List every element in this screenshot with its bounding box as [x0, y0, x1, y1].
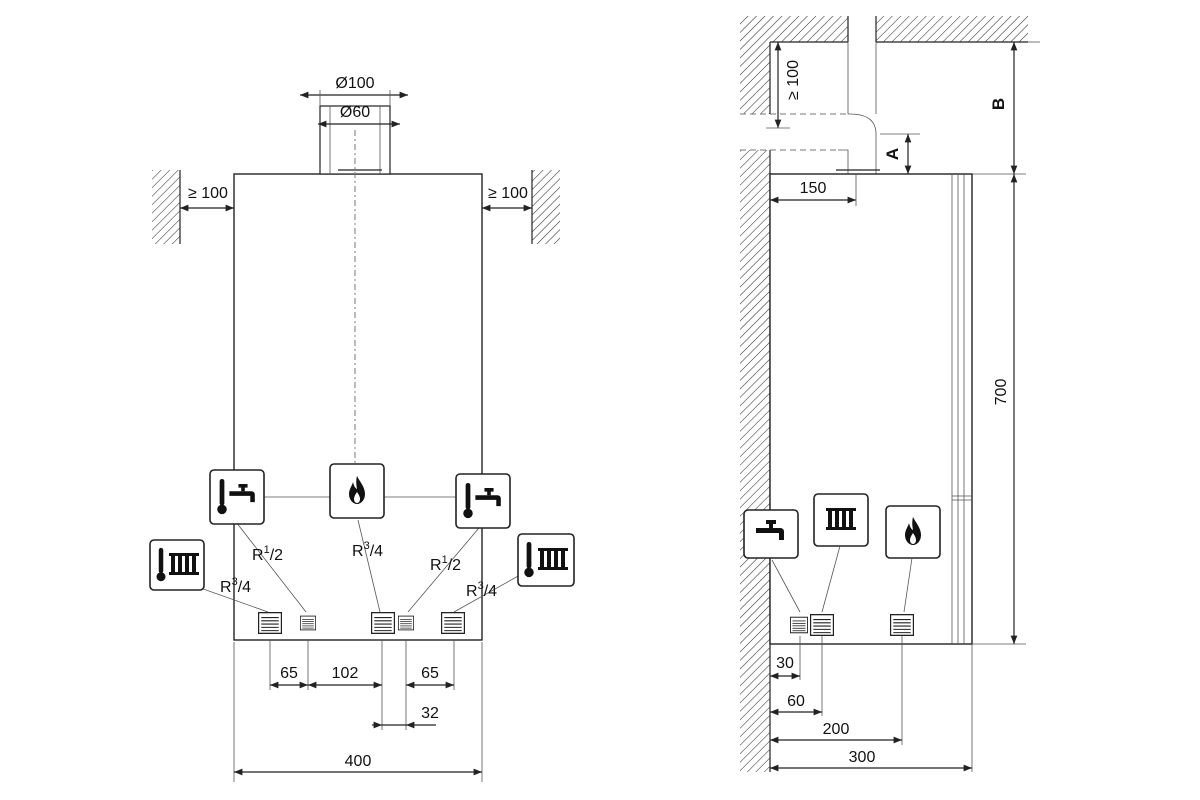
dim-60: 60: [787, 693, 805, 710]
radiator-thermometer-icon: [149, 539, 205, 591]
hot-water-thermometer-icon-right: [455, 473, 511, 529]
dim-30: 30: [776, 655, 794, 672]
wall-upper: [740, 42, 770, 114]
conn-dhw-left: R1/2: [252, 544, 283, 564]
dim-65-left: 65: [280, 665, 298, 682]
left-wall: [152, 170, 180, 244]
radiator-icon: [813, 493, 869, 547]
dim-width: 400: [345, 753, 372, 770]
conn-dhw-right: R1/2: [430, 554, 461, 574]
connector-gas: [371, 612, 395, 634]
dim-clearance-left: ≥ 100: [188, 185, 228, 202]
dim-clearance-right: ≥ 100: [488, 185, 528, 202]
right-wall: [532, 170, 560, 244]
front-view: Ø100 Ø60 ≥ 100 ≥ 100: [149, 75, 575, 782]
wall-lower: [740, 150, 770, 772]
dim-200: 200: [823, 721, 850, 738]
connector-dhw-out: [300, 615, 316, 631]
conn-heat-right: R3/4: [466, 580, 497, 600]
boiler-body-side: [769, 173, 973, 645]
connector-heat-return: [441, 612, 465, 634]
connector-side-heat: [810, 614, 834, 636]
dim-depth: 300: [849, 749, 876, 766]
hot-water-thermometer-icon: [209, 469, 265, 525]
connector-side-dhw: [790, 616, 808, 634]
side-view: ≥ 100 A B 150 700: [740, 16, 1040, 772]
dim-150: 150: [800, 180, 827, 197]
boiler-body-front: [233, 173, 483, 641]
dim-65-right: 65: [421, 665, 439, 682]
ceiling-right: [876, 16, 1028, 42]
gas-flame-icon: [329, 463, 385, 519]
connector-dhw-in: [398, 615, 414, 631]
conn-heat-left: R3/4: [220, 576, 251, 596]
radiator-thermometer-icon-right: [517, 533, 575, 587]
dim-102: 102: [332, 665, 359, 682]
connector-side-gas: [890, 614, 914, 636]
label-a: A: [883, 148, 902, 160]
tap-icon: [743, 509, 799, 559]
label-b: B: [989, 98, 1008, 110]
dim-32: 32: [421, 705, 439, 722]
dim-flue-inner: Ø60: [340, 104, 370, 121]
ceiling-left: [740, 16, 848, 42]
dim-ceiling-clearance: ≥ 100: [785, 60, 802, 100]
gas-flame-icon-side: [885, 505, 941, 559]
dim-height: 700: [993, 379, 1010, 406]
connector-heat-flow: [258, 612, 282, 634]
dim-flue-outer: Ø100: [335, 75, 374, 92]
conn-gas: R3/4: [352, 540, 383, 560]
